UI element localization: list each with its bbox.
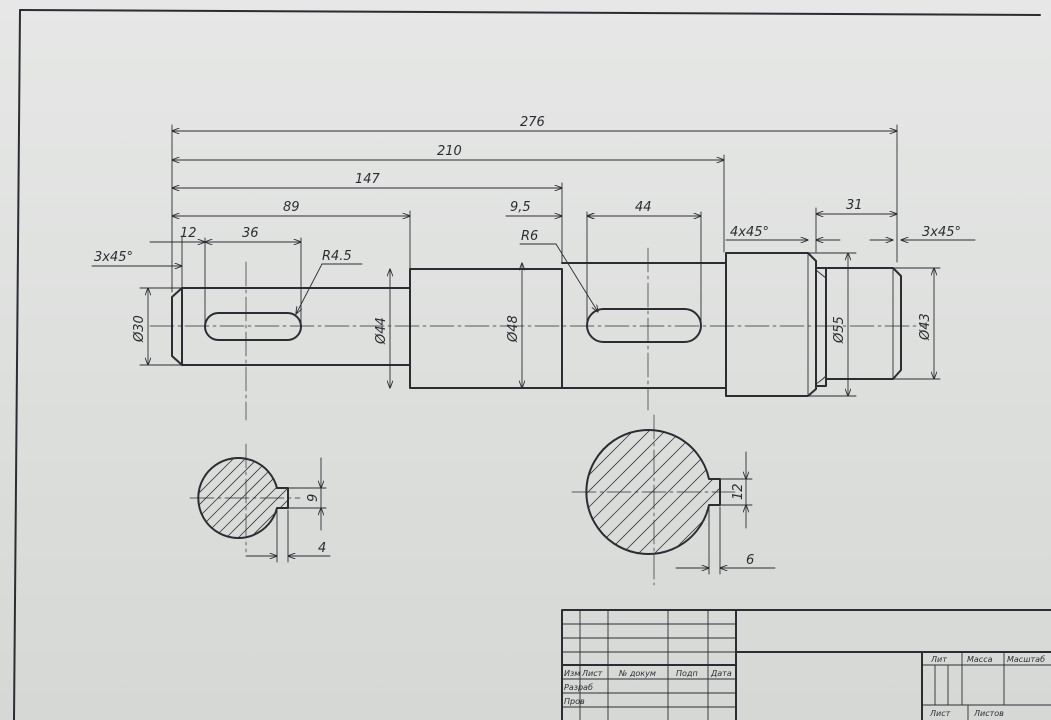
dimension-labels: 276 210 147 89 9,5 44 31 12 36 3x45° 4x4… (94, 115, 961, 568)
dim-dia48: Ø48 (506, 315, 521, 343)
dim-36: 36 (242, 226, 259, 241)
dim-r6: R6 (521, 229, 538, 244)
dim-89: 89 (283, 200, 300, 215)
tb-list: Лист (581, 669, 603, 678)
dim-9-5: 9,5 (510, 200, 531, 215)
tb-masshtab: Масштаб (1007, 655, 1045, 664)
dim-chamfer-right: 3x45° (922, 225, 961, 240)
dim-44: 44 (635, 200, 652, 215)
dim-276: 276 (520, 115, 545, 130)
dim-12: 12 (180, 226, 197, 241)
dim-dia44: Ø44 (374, 317, 389, 345)
dim-31: 31 (846, 198, 863, 213)
tb-izm: Изм (564, 669, 580, 678)
dim-sec2-depth: 12 (731, 483, 746, 500)
keyway-slot-right (586, 308, 702, 343)
dim-sec1-width: 4 (318, 541, 326, 556)
tb-list2: Лист (929, 709, 951, 718)
shaft-outline (171, 252, 902, 397)
tb-prov: Пров (564, 697, 585, 706)
tb-data: Дата (710, 669, 732, 678)
dim-147: 147 (355, 172, 381, 187)
tb-podp: Подп (676, 669, 698, 678)
dim-sec1-depth: 9 (306, 494, 321, 502)
dim-dia30: Ø30 (132, 315, 147, 343)
tb-ndokum: № докум (618, 669, 656, 678)
dim-210: 210 (437, 144, 462, 159)
center-axes (149, 247, 926, 421)
dim-chamfer-left: 3x45° (94, 250, 133, 265)
dim-dia55: Ø55 (832, 316, 847, 344)
dim-sec2-width: 6 (746, 553, 754, 568)
dim-r4-5: R4.5 (322, 249, 352, 264)
tb-razrab: Разраб (564, 683, 593, 692)
sheet-frame (13, 9, 1041, 720)
tb-listov: Листов (973, 709, 1004, 718)
tb-lit: Лит (930, 655, 947, 664)
dimension-lines (91, 124, 976, 396)
title-block: Изм Лист № докум Подп Дата Разраб Пров Л… (561, 609, 1051, 720)
section-view-right (571, 414, 776, 586)
keyway-slot-left (204, 312, 302, 341)
tb-massa: Масса (967, 655, 993, 664)
dim-dia43: Ø43 (918, 313, 933, 341)
dim-chamfer-mid: 4x45° (730, 225, 769, 240)
